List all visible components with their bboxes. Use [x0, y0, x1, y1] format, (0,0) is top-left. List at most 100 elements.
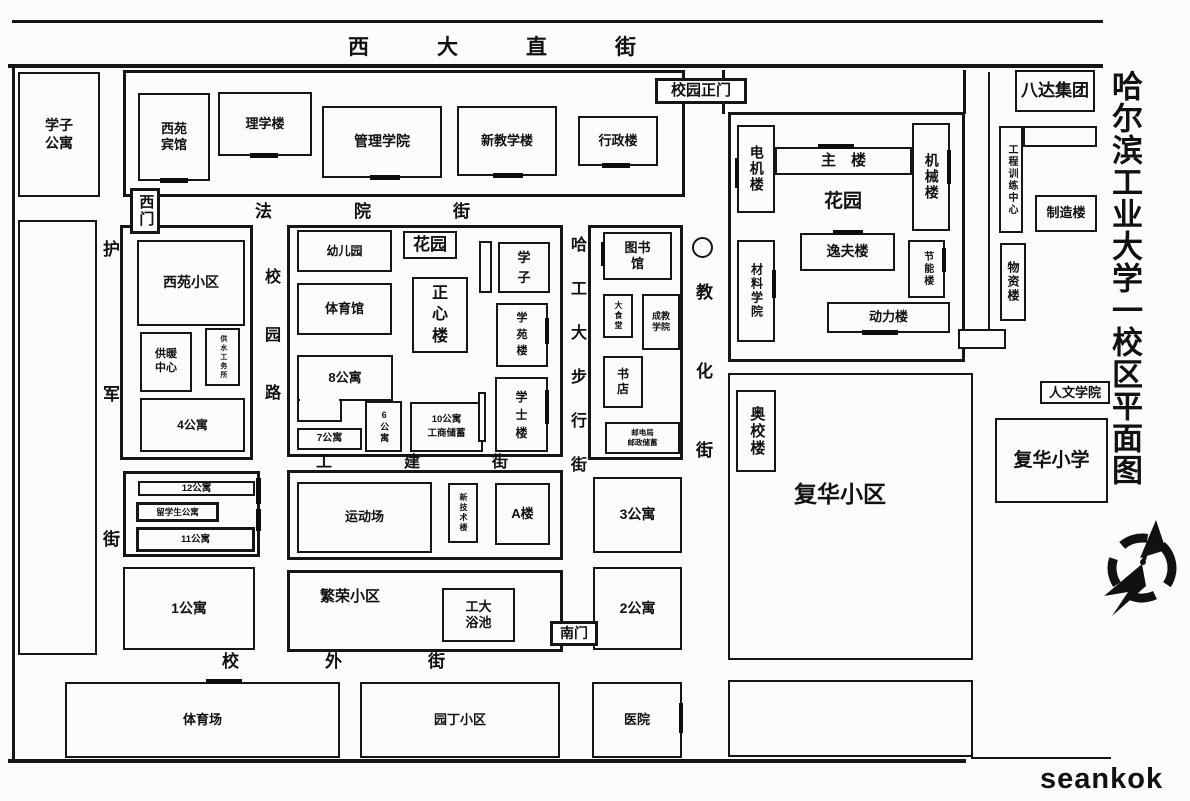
- building-yuanding-xiaoqu: 园丁小区: [360, 682, 560, 758]
- map-title: 哈尔滨工业大学一校区平面图: [1107, 70, 1142, 486]
- street-xiaowai: 校外街: [222, 652, 531, 671]
- empty-block-left: [18, 220, 97, 655]
- building-xueshi-lou: 学 士 楼: [495, 377, 548, 452]
- narrow-box-1: [479, 241, 492, 293]
- building-6-gongyu: 6公寓: [365, 401, 402, 452]
- building-jieneng-lou: 节能楼: [908, 240, 945, 298]
- building-xiyuan-xiaoqu: 西苑小区: [137, 240, 245, 326]
- building-lixue-lou: 理学楼: [218, 92, 312, 156]
- building-xinjishu-lou: 新技术楼: [448, 483, 478, 543]
- building-gongnuan-zhongxin: 供暖 中心: [140, 332, 192, 392]
- building-jixie-lou: 机械楼: [912, 123, 950, 231]
- building-renwen-xueyuan: 人文学院: [1040, 381, 1110, 404]
- building-shudian: 书 店: [603, 356, 643, 408]
- building-xingzheng-lou: 行政楼: [578, 116, 658, 166]
- building-dongli-lou: 动力楼: [827, 302, 950, 333]
- compass-rose-icon: [1104, 520, 1177, 616]
- door-tick: [206, 679, 242, 684]
- building-zhizao-lou: 制造楼: [1035, 195, 1097, 232]
- building-1-gongyu: 1公寓: [123, 567, 255, 650]
- empty-block-bottom-right: [728, 680, 973, 757]
- building-gongcheng-xunlian-zhongxin: 工程训练中心: [999, 126, 1023, 233]
- door-tick: [545, 390, 549, 424]
- street-gongjian: 工建街: [316, 454, 581, 471]
- fuhua-xiaoqu-label: 复华小区: [794, 481, 886, 507]
- door-tick: [735, 158, 739, 188]
- building-tiyuchang: 体育场: [65, 682, 340, 758]
- building-aoxiao-lou: 奥校楼: [736, 390, 776, 472]
- building-cailiao-xueyuan: 材料学院: [737, 240, 775, 342]
- building-zhu-lou: 主 楼: [775, 147, 912, 175]
- door-tick: [493, 173, 523, 178]
- boundary-line: [8, 64, 1103, 68]
- door-tick: [256, 509, 261, 531]
- building-xueyuan-lou: 学 苑 楼: [496, 303, 548, 367]
- street-fayuan: 法院街: [255, 202, 552, 221]
- building-gongshui-gongwusuo: 供水工务所: [205, 328, 240, 386]
- boundary-line: [988, 72, 990, 334]
- west-gate-label: 西门: [130, 188, 160, 234]
- building-liuxuesheng-gongyu: 留学生公寓: [136, 502, 219, 522]
- boundary-line: [971, 757, 1111, 759]
- building-zhengxin-lou: 正 心 楼: [412, 277, 468, 353]
- building-wuzi-lou: 物资楼: [1000, 243, 1026, 321]
- boundary-line: [963, 70, 966, 114]
- building-youeryuan: 幼儿园: [297, 230, 392, 272]
- door-tick: [942, 248, 946, 272]
- door-tick: [772, 270, 776, 298]
- boundary-line: [8, 759, 966, 763]
- building-chengjiao-xueyuan: 成教 学院: [642, 294, 680, 350]
- building-a-lou: A楼: [495, 483, 550, 545]
- narrow-box-2: [478, 392, 486, 442]
- boundary-line: [12, 20, 1103, 23]
- building-dianji-lou: 电机楼: [737, 125, 775, 213]
- door-tick: [545, 318, 549, 344]
- street-xidazhi: 西大直街: [348, 36, 704, 59]
- building-fuhua-xiaoxue: 复华小学: [995, 418, 1108, 503]
- south-gate-label: 南门: [550, 621, 598, 646]
- door-tick: [947, 150, 951, 184]
- door-tick: [256, 478, 261, 504]
- building-guanli-xueyuan: 管理学院: [322, 106, 442, 178]
- door-tick: [250, 153, 278, 158]
- building-8-gongyu: 8公寓: [297, 355, 393, 401]
- door-tick: [160, 178, 188, 183]
- door-tick: [602, 163, 630, 168]
- building-xuezi-gongyu: 学子 公寓: [18, 72, 100, 197]
- building-xuezi: 学 子: [498, 242, 550, 293]
- building-xinjiaoxue-lou: 新教学楼: [457, 106, 557, 176]
- main-gate-label: 校园正门: [655, 78, 747, 104]
- door-tick: [679, 703, 683, 733]
- street-xiaoyuan: 校园路: [262, 268, 279, 442]
- building-gongda-yuchi: 工大 浴池: [442, 588, 515, 642]
- street-circle: [692, 237, 713, 258]
- door-tick: [601, 242, 605, 266]
- street-hujun: 护军街: [100, 240, 119, 675]
- building-tushuguan: 图书 馆: [603, 232, 672, 280]
- building-xiyuan-binguan: 西苑 宾馆: [138, 93, 210, 181]
- building-7-gongyu: 7公寓: [297, 428, 362, 450]
- building-yundongchang: 运动场: [297, 482, 432, 553]
- garden-framed-label: 花园: [403, 231, 457, 259]
- street-hagongda-buxingjie: 哈工大步行街: [568, 236, 585, 500]
- building-11-gongyu: 11公寓: [136, 527, 255, 552]
- building-tiyuguan: 体育馆: [297, 283, 392, 335]
- door-tick: [818, 144, 854, 149]
- door-tick: [370, 175, 400, 180]
- building-10-gongyu: 10公寓 工商储蓄: [410, 402, 483, 452]
- building-3-gongyu: 3公寓: [593, 477, 682, 553]
- building-yiyuan: 医院: [592, 682, 682, 758]
- signature: seankok: [1040, 763, 1164, 795]
- empty-box-east-gate: [958, 329, 1006, 349]
- street-jiaohua: 教化街: [693, 283, 712, 520]
- building-12-gongyu: 12公寓: [138, 481, 255, 496]
- building-4-gongyu: 4公寓: [140, 398, 245, 452]
- garden-label-quad: 花园: [824, 191, 863, 212]
- building-youdianju: 邮电局 邮政储蓄: [605, 422, 680, 454]
- door-tick: [862, 330, 898, 335]
- shape-patch: [300, 397, 339, 403]
- building-yifu-lou: 逸夫楼: [800, 233, 895, 271]
- door-tick: [833, 230, 863, 235]
- boundary-line: [12, 66, 15, 763]
